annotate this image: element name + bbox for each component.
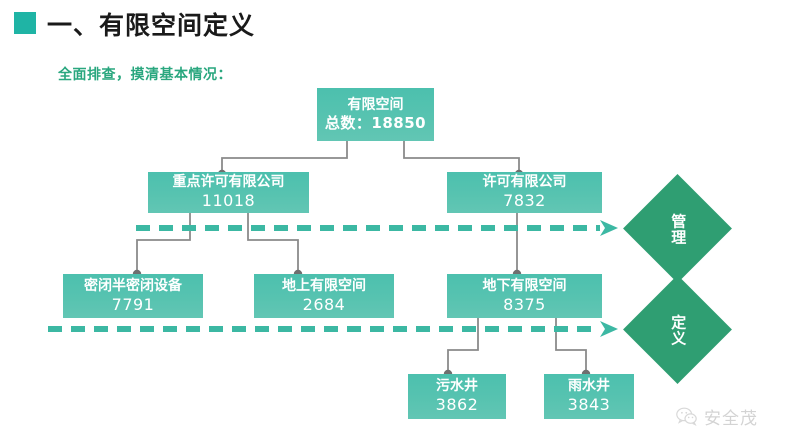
node-key-permit-label: 重点许可有限公司 [172, 174, 285, 191]
diamond-manage[interactable]: 管理 [623, 174, 732, 283]
node-sealed-equipment-value: 7791 [111, 294, 155, 314]
node-rain-well-label: 雨水井 [568, 378, 610, 395]
node-key-permit-value: 11018 [201, 191, 256, 211]
watermark-text: 安全茂 [704, 409, 758, 429]
diamond-define-label: 定义 [669, 313, 688, 346]
wechat-icon [676, 407, 697, 426]
node-sewage-well-label: 污水井 [436, 378, 478, 395]
node-total-value: 总数：18850 [324, 113, 427, 132]
node-permit-value: 7832 [503, 191, 546, 211]
node-sewage-well-value: 3862 [435, 395, 479, 415]
node-total-label: 有限空间 [347, 96, 404, 113]
node-above-ground[interactable]: 地上有限空间 2684 [254, 274, 394, 318]
node-total[interactable]: 有限空间 总数：18850 [317, 88, 434, 141]
node-permit-label: 许可有限公司 [482, 174, 567, 191]
node-sealed-equipment-label: 密闭半密闭设备 [84, 277, 182, 294]
node-above-ground-label: 地上有限空间 [282, 277, 366, 294]
node-sealed-equipment[interactable]: 密闭半密闭设备 7791 [63, 274, 203, 318]
page-title: 一、有限空间定义 [47, 11, 256, 40]
node-below-ground-value: 8375 [503, 294, 546, 314]
node-below-ground-label: 地下有限空间 [482, 277, 567, 294]
diamond-manage-label: 管理 [669, 212, 688, 245]
node-key-permit[interactable]: 重点许可有限公司 11018 [148, 172, 309, 213]
dashed-band-manage [136, 220, 618, 236]
node-above-ground-value: 2684 [302, 294, 346, 314]
node-rain-well[interactable]: 雨水井 3843 [544, 374, 634, 419]
dashed-band-define [48, 321, 618, 337]
node-sewage-well[interactable]: 污水井 3862 [408, 374, 506, 419]
diamond-define[interactable]: 定义 [623, 275, 732, 384]
node-permit[interactable]: 许可有限公司 7832 [447, 172, 602, 213]
node-rain-well-value: 3843 [567, 395, 611, 415]
node-below-ground[interactable]: 地下有限空间 8375 [447, 274, 602, 318]
watermark: 安全茂 [676, 404, 758, 429]
section-marker-icon [14, 12, 36, 34]
page-subtitle: 全面排查，摸清基本情况： [58, 67, 232, 83]
